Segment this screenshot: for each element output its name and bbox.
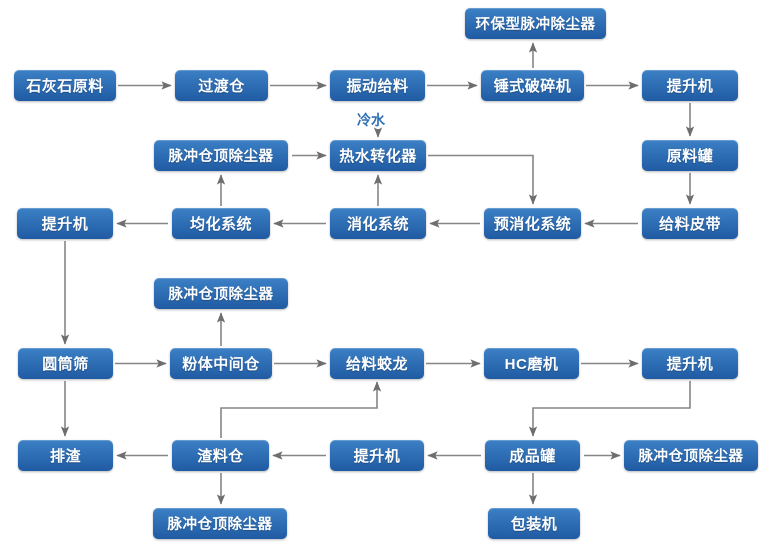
node-hot-water-converter[interactable]: 热水转化器 [330,140,426,171]
node-label: 过渡仓 [198,78,245,95]
node-digestion-system[interactable]: 消化系统 [330,208,426,239]
node-screw-feeder[interactable]: 给料蛟龙 [330,348,424,379]
node-pulse-top-dust-collector-1[interactable]: 脉冲仓顶除尘器 [154,140,288,171]
node-label: 提升机 [353,448,401,465]
cold-water-label: 冷水 [357,112,385,128]
node-label: 给料蛟龙 [345,356,408,373]
node-label: 热水转化器 [339,148,417,165]
node-pulse-top-dust-collector-4[interactable]: 脉冲仓顶除尘器 [153,508,287,539]
node-pulse-top-dust-collector-2[interactable]: 脉冲仓顶除尘器 [154,278,288,309]
node-label: 给料皮带 [658,216,721,233]
node-label: 消化系统 [346,216,409,233]
node-label: 预消化系统 [493,216,572,233]
conn-hot-water-to-pre-digestion [428,154,538,205]
node-pre-digestion-system[interactable]: 预消化系统 [484,208,581,239]
node-label: 包装机 [510,516,558,533]
node-elevator-3[interactable]: 提升机 [642,348,738,379]
node-label: 排渣 [49,448,81,465]
node-label: 提升机 [666,356,714,373]
node-label: 提升机 [666,78,714,95]
node-slag-discharge[interactable]: 排渣 [18,440,113,471]
node-label: HC磨机 [504,356,559,373]
node-label: 脉冲仓顶除尘器 [638,449,744,465]
node-hc-mill[interactable]: HC磨机 [484,348,579,379]
node-elevator-4[interactable]: 提升机 [330,440,424,471]
node-homogenizing-system[interactable]: 均化系统 [172,208,270,239]
node-label: 脉冲仓顶除尘器 [168,287,274,303]
node-vibrating-feeder[interactable]: 振动给料 [330,70,425,101]
node-elevator-1[interactable]: 提升机 [642,70,738,101]
node-slag-bin[interactable]: 渣料仓 [172,440,269,471]
conn-slag-bin-to-screw [220,381,382,438]
node-transition-bin[interactable]: 过渡仓 [175,70,268,101]
node-limestone-raw-material[interactable]: 石灰石原料 [14,70,116,101]
node-raw-material-tank[interactable]: 原料罐 [642,140,738,171]
node-cylinder-screen[interactable]: 圆筒筛 [18,348,113,379]
node-eco-pulse-dust-collector[interactable]: 环保型脉冲除尘器 [465,8,606,39]
node-label: 粉体中间仓 [182,356,260,373]
node-feeding-belt[interactable]: 给料皮带 [642,208,738,239]
node-label: 提升机 [41,216,89,233]
node-elevator-2[interactable]: 提升机 [17,208,113,239]
node-pulse-top-dust-collector-3[interactable]: 脉冲仓顶除尘器 [624,440,758,471]
node-label: 成品罐 [509,448,556,465]
node-label: 脉冲仓顶除尘器 [167,517,273,533]
node-label: 渣料仓 [197,448,244,465]
conn-elevator3-to-finished [528,381,691,437]
node-hammer-crusher[interactable]: 锤式破碎机 [481,70,584,101]
node-label: 脉冲仓顶除尘器 [168,149,274,165]
node-label: 均化系统 [189,216,252,233]
node-finished-product-tank[interactable]: 成品罐 [485,440,580,471]
node-label: 原料罐 [666,148,714,165]
node-label: 圆筒筛 [42,356,89,373]
node-label: 振动给料 [346,78,409,95]
node-label: 石灰石原料 [26,78,104,95]
node-powder-intermediate-bin[interactable]: 粉体中间仓 [170,348,272,379]
node-label: 环保型脉冲除尘器 [475,17,596,33]
node-packing-machine[interactable]: 包装机 [488,508,580,539]
node-label: 锤式破碎机 [493,78,572,95]
